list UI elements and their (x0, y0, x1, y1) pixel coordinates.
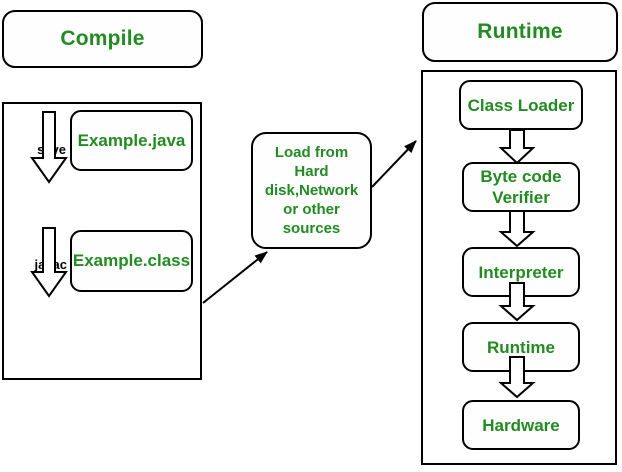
runtime-title: Runtime (477, 20, 563, 43)
load-sources-text: Load from Hard disk,Network or other sou… (265, 143, 358, 238)
byte-code-verifier-box: Byte code Verifier (462, 162, 580, 212)
example-java-box: Example.java (70, 110, 193, 171)
load-line-1: Load from (274, 144, 349, 161)
load-line-4: or other (283, 201, 340, 218)
runtime-panel (421, 70, 617, 465)
runtime-header-box: Runtime (422, 2, 618, 62)
byte-code-verifier-label: Byte code Verifier (480, 167, 562, 207)
interpreter-label: Interpreter (478, 262, 564, 282)
load-line-5: sources (282, 220, 341, 237)
hardware-label: Hardware (482, 415, 560, 435)
load-line-2: Hard (294, 163, 329, 180)
interpreter-box: Interpreter (462, 247, 580, 297)
example-class-box: Example.class (70, 230, 193, 292)
compile-to-load-arrow (202, 251, 268, 304)
example-java-label: Example.java (77, 130, 186, 150)
runtime-stage-label: Runtime (487, 337, 555, 357)
compile-header-box: Compile (2, 10, 203, 68)
hardware-box: Hardware (462, 400, 580, 450)
compile-panel (2, 102, 202, 380)
compile-title: Compile (60, 27, 145, 50)
javac-arrow-label: javac (34, 257, 67, 272)
save-arrow-label: save (37, 142, 66, 157)
load-sources-box: Load from Hard disk,Network or other sou… (251, 132, 372, 249)
class-loader-label: Class Loader (467, 95, 575, 115)
runtime-stage-box: Runtime (462, 322, 580, 372)
example-class-label: Example.class (72, 251, 191, 270)
load-to-runtime-arrow (371, 140, 417, 188)
class-loader-box: Class Loader (459, 80, 583, 130)
load-line-3: disk,Network (264, 182, 359, 199)
